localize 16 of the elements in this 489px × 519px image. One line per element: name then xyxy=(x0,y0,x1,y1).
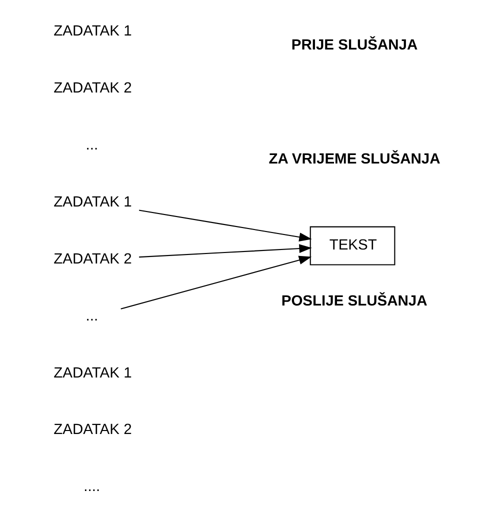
label: ... xyxy=(85,138,98,154)
label: POSLIJE SLUŠANJA xyxy=(280,294,427,310)
node-text: ZADATAK 2 xyxy=(53,251,132,268)
arrow xyxy=(138,210,312,242)
node-box: TEKST xyxy=(309,226,395,266)
label: ZADATAK 1 xyxy=(53,365,132,382)
label: ZADATAK 1 xyxy=(53,24,132,40)
label: .... xyxy=(83,479,100,496)
label: PRIJE SLUŠANJA xyxy=(290,37,418,54)
node-text: ZADATAK 1 xyxy=(53,194,132,210)
arrow xyxy=(138,244,312,258)
arrow xyxy=(120,256,312,310)
label: ZADATAK 2 xyxy=(53,422,132,438)
label: ZA VRIJEME SLUŠANJA xyxy=(268,151,440,168)
label: ZADATAK 2 xyxy=(53,80,132,97)
node-text: ... xyxy=(85,308,98,324)
